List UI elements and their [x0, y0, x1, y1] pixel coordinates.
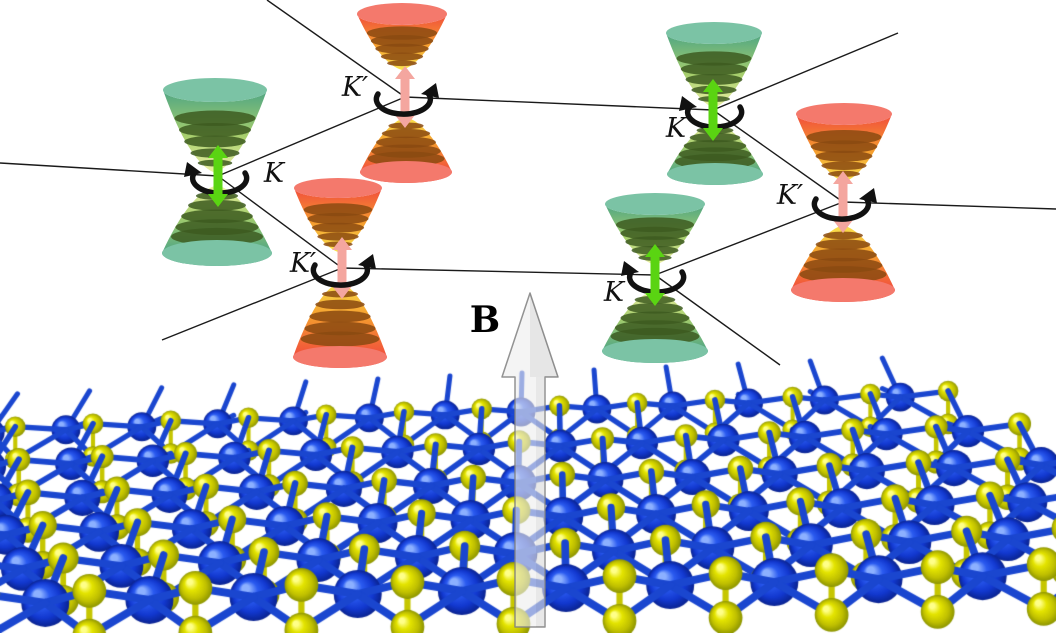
rotation-arrowhead [421, 83, 439, 98]
cone-rim [667, 163, 763, 185]
spin-arrow-K [703, 79, 723, 141]
landau-level-stripe [370, 34, 434, 47]
lower-cone-red_cone [360, 117, 452, 183]
field-arrow-shaft-shade [536, 377, 544, 627]
cone-rim [357, 3, 447, 25]
rotation-arrowhead [184, 162, 202, 177]
landau-level-stripe [317, 232, 359, 241]
rotation-arc [811, 195, 872, 222]
spin-arrow-Kprime [332, 237, 352, 299]
landau-level-stripe [300, 331, 380, 347]
landau-level-stripe [304, 321, 376, 336]
spin-arrow-Kprime [395, 66, 415, 128]
rotation-arrowhead [621, 261, 639, 276]
magnetic-field-arrow [501, 292, 559, 628]
rotation-arrowhead [679, 96, 697, 111]
landau-level-stripe [315, 299, 365, 310]
rotation-arrow [373, 83, 439, 117]
landau-level-stripe [311, 222, 365, 233]
landau-level-stripe [821, 161, 867, 170]
cone-rim [162, 240, 272, 266]
lower-cone-red_cone [293, 282, 387, 368]
upper-cone-red_cone [796, 103, 892, 182]
lower-cone-red_cone [791, 225, 895, 302]
valley-point-label: K [665, 113, 688, 144]
landau-level-stripe [676, 51, 752, 66]
cone-rim [666, 22, 762, 44]
upper-cone-red_cone [357, 3, 447, 70]
landau-level-stripe [810, 140, 878, 153]
rotation-arc [310, 261, 371, 288]
zone-boundary-line [842, 201, 1056, 210]
landau-level-stripe [815, 239, 871, 250]
rotation-arrowhead [859, 188, 877, 203]
landau-level-stripe [375, 43, 429, 54]
landau-level-stripe [179, 123, 251, 137]
zone-boundary-line [341, 267, 656, 276]
landau-level-stripe [184, 135, 246, 148]
rotation-arrowhead [358, 254, 376, 269]
rotation-arrow [811, 188, 877, 222]
lower-cone-green_cone [602, 290, 708, 363]
landau-level-stripe [387, 60, 417, 67]
zone-boundary-line [0, 162, 219, 177]
magnetic-field-arrow-group: B [470, 292, 559, 628]
landau-level-stripe [620, 226, 690, 240]
zone-boundary-line [266, 0, 406, 98]
landau-level-stripe [309, 310, 371, 323]
landau-level-stripe [685, 74, 743, 85]
rotation-arc [373, 90, 434, 117]
spin-arrow-Kprime [833, 171, 853, 233]
cone-rim [163, 78, 267, 102]
valley-labels: K K′ K K′ K K′ [263, 72, 803, 308]
rotation-arrow [310, 254, 376, 288]
cone-rim [293, 346, 387, 368]
valley-arrows [184, 66, 877, 306]
cone-rim [791, 278, 895, 302]
landau-level-stripe [174, 110, 256, 126]
field-arrow-shade [530, 293, 558, 377]
zone-boundary-line [404, 96, 714, 111]
valley-point-label: K′ [289, 248, 316, 279]
landau-level-stripe [627, 303, 683, 314]
cone-rim [605, 193, 705, 215]
valley-point-label: K [603, 277, 626, 308]
landau-level-stripe [303, 203, 373, 217]
upper-cone-green_cone [666, 22, 762, 108]
cone-rim [796, 103, 892, 125]
landau-level-stripe [809, 248, 877, 262]
field-arrow-body [501, 292, 559, 628]
landau-level-stripe [625, 236, 685, 248]
valley-point-label: K [263, 158, 286, 189]
landau-level-stripe [806, 130, 882, 145]
lower-cone-green_cone [667, 122, 763, 185]
zone-boundary-line [161, 267, 343, 341]
landau-level-stripe [381, 128, 431, 139]
upper-cone-red_cone [294, 178, 382, 252]
zone-boundary-line [217, 96, 406, 177]
valley-point-label: K′ [341, 72, 368, 103]
landau-level-stripe [799, 266, 887, 283]
spin-arrow-K [208, 145, 228, 207]
landau-level-stripe [680, 62, 748, 76]
cone-rim [294, 178, 382, 198]
magnetic-field-label: B [470, 299, 500, 341]
landau-level-stripe [307, 212, 369, 225]
landau-level-stripe [815, 150, 873, 162]
landau-level-stripe [380, 52, 424, 61]
landau-level-stripe [181, 209, 253, 224]
cone-rim [360, 161, 452, 183]
landau-level-stripe [170, 227, 264, 246]
spin-arrow-K [645, 244, 665, 306]
upper-cone-green_cone [605, 193, 705, 265]
cone-rim [602, 339, 708, 363]
valley-point-label: K′ [776, 180, 803, 211]
landau-level-stripe [823, 231, 863, 240]
zone-boundary-line [712, 32, 899, 111]
zone-boundary-line [654, 201, 844, 276]
